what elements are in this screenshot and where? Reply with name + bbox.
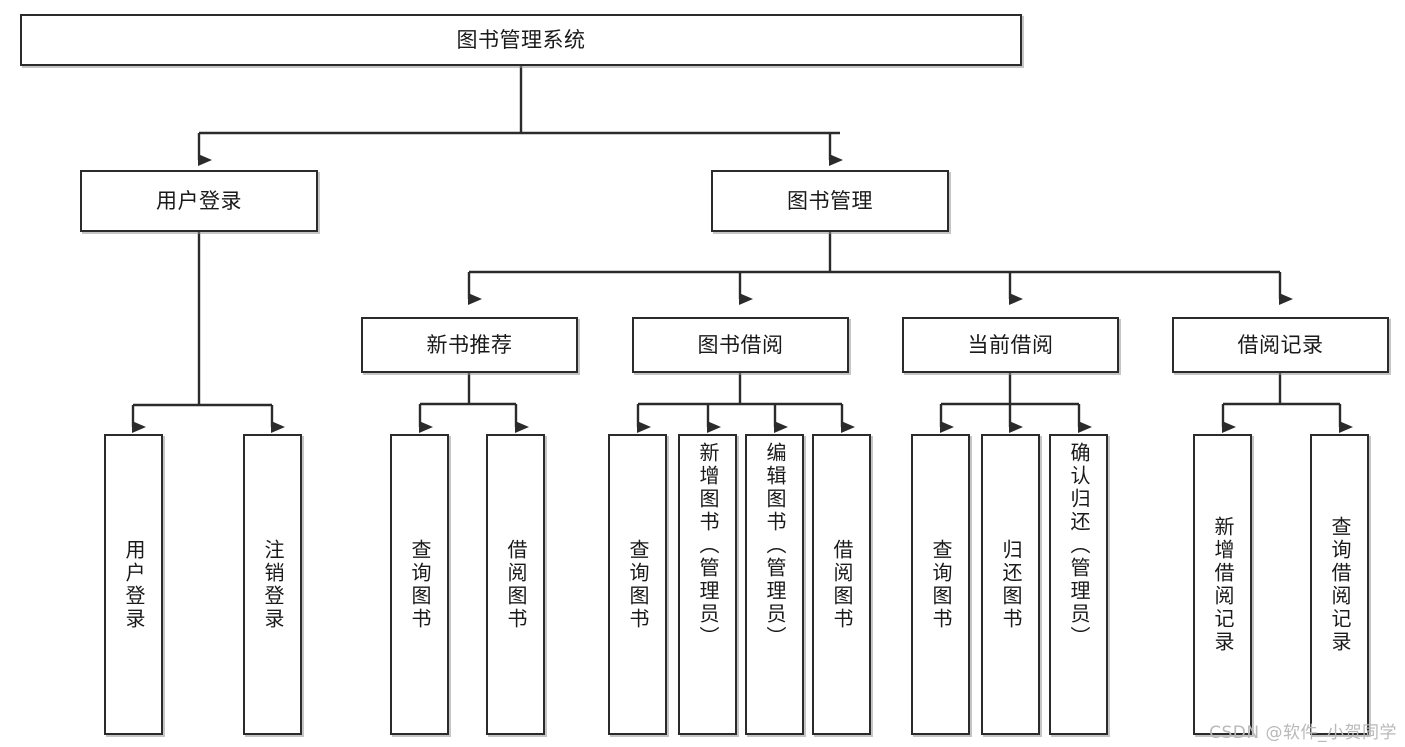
node-label: 图书管理: [787, 188, 873, 213]
leaf-add-book-admin[interactable]: 新增图书（管理员）: [678, 434, 737, 735]
node-label: 新增借阅记录: [1211, 515, 1235, 654]
leaf-user-login[interactable]: 用户登录: [104, 434, 163, 735]
node-label: 图书借阅: [697, 332, 784, 357]
node-current-borrow[interactable]: 当前借阅: [902, 317, 1119, 373]
leaf-borrow-book[interactable]: 借阅图书: [812, 434, 871, 735]
node-label: 查询图书: [929, 538, 953, 631]
leaf-return-book[interactable]: 归还图书: [981, 434, 1040, 735]
node-label: 用户登录: [156, 188, 242, 213]
node-label: 确认归还（管理员）: [1067, 442, 1091, 649]
node-label: 编辑图书（管理员）: [763, 442, 787, 649]
leaf-logout-login[interactable]: 注销登录: [243, 434, 302, 735]
node-label: 查询借阅记录: [1328, 515, 1352, 654]
node-root-book-management-system[interactable]: 图书管理系统: [20, 14, 1022, 66]
leaf-borrow-book-recommend[interactable]: 借阅图书: [486, 434, 545, 735]
csdn-watermark: CSDN @软件_小贺同学: [1209, 723, 1397, 743]
node-book-borrow[interactable]: 图书借阅: [632, 317, 849, 373]
leaf-query-book-recommend[interactable]: 查询图书: [390, 434, 449, 735]
node-label: 借阅图书: [504, 538, 528, 631]
leaf-query-book-current[interactable]: 查询图书: [911, 434, 970, 735]
node-book-manage[interactable]: 图书管理: [711, 170, 949, 232]
node-label: 借阅图书: [830, 538, 854, 631]
leaf-query-book-borrow[interactable]: 查询图书: [608, 434, 667, 735]
leaf-confirm-return-admin[interactable]: 确认归还（管理员）: [1049, 434, 1108, 735]
node-label: 注销登录: [261, 538, 285, 631]
node-label: 新增图书（管理员）: [696, 442, 720, 649]
node-label: 图书管理系统: [456, 27, 586, 52]
node-user-login[interactable]: 用户登录: [80, 170, 318, 232]
node-label: 查询图书: [626, 538, 650, 631]
leaf-query-borrow-record[interactable]: 查询借阅记录: [1310, 434, 1369, 735]
node-label: 归还图书: [999, 538, 1023, 631]
node-label: 查询图书: [408, 538, 432, 631]
node-label: 当前借阅: [967, 332, 1054, 357]
node-label: 新书推荐: [426, 332, 513, 357]
node-new-book-recommend[interactable]: 新书推荐: [361, 317, 578, 373]
node-borrow-record[interactable]: 借阅记录: [1172, 317, 1389, 373]
node-label: 用户登录: [122, 538, 146, 631]
leaf-add-borrow-record[interactable]: 新增借阅记录: [1193, 434, 1252, 735]
node-label: 借阅记录: [1237, 332, 1324, 357]
leaf-edit-book-admin[interactable]: 编辑图书（管理员）: [745, 434, 804, 735]
